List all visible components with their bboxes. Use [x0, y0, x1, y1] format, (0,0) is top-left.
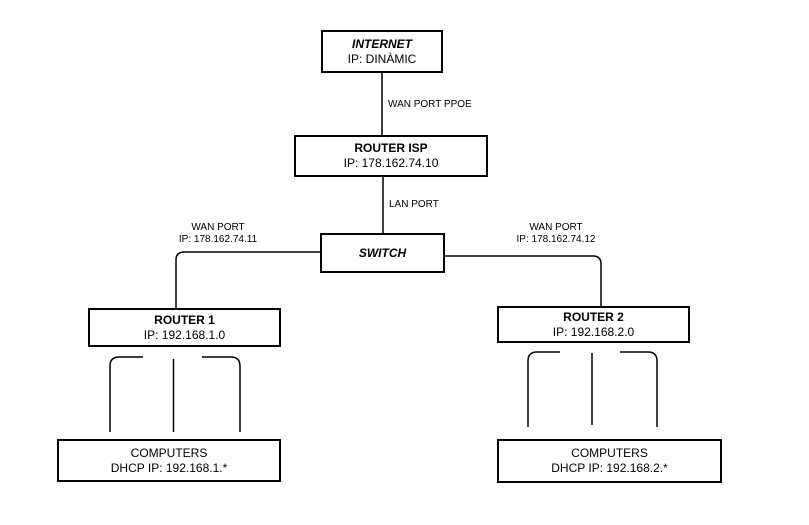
node-router1-title: ROUTER 1: [154, 312, 215, 327]
edge-label-wan-port-right: WAN PORT IP: 178.162.74.12: [501, 222, 611, 246]
node-router-isp: ROUTER ISP IP: 178.162.74.10: [294, 135, 488, 177]
edge-label-lan-port: LAN PORT: [389, 199, 439, 210]
edge-label-wan-port-left-line1: WAN PORT: [191, 222, 245, 233]
edge-label-wan-port-left-line2: IP: 178.162.74.11: [178, 234, 258, 245]
node-computers2-ip: DHCP IP: 192.168.2.*: [551, 461, 668, 475]
node-computers1-title: COMPUTERS: [130, 445, 208, 460]
node-computers2: COMPUTERS DHCP IP: 192.168.2.*: [497, 439, 722, 483]
edge-router1-computers-cable3: [202, 356, 241, 432]
node-router-isp-title: ROUTER ISP: [354, 141, 428, 155]
edge-switch-router1: [175, 251, 320, 308]
edge-label-wan-port-left: WAN PORT IP: 178.162.74.11: [163, 222, 273, 246]
node-computers1: COMPUTERS DHCP IP: 192.168.1.*: [57, 439, 281, 482]
node-router2-ip: IP: 192.168.2.0: [552, 324, 635, 339]
node-internet-title: INTERNET: [352, 36, 412, 51]
node-switch-title: SWITCH: [358, 245, 407, 260]
node-internet: INTERNET IP: DINÀMIC: [321, 30, 443, 73]
edge-label-wan-port-right-line2: IP: 178.162.74.12: [516, 234, 596, 245]
edge-router2-computers-cable1: [527, 351, 560, 427]
edge-router2-computers-cable3: [620, 351, 658, 427]
edge-label-wan-port-right-line1: WAN PORT: [529, 222, 583, 233]
node-router1: ROUTER 1 IP: 192.168.1.0: [88, 308, 281, 347]
node-router1-ip: IP: 192.168.1.0: [143, 327, 226, 342]
edge-switch-router2: [445, 255, 602, 306]
node-router2: ROUTER 2 IP: 192.168.2.0: [497, 306, 690, 343]
node-router2-title: ROUTER 2: [563, 309, 624, 324]
node-router-isp-ip: IP: 178.162.74.10: [343, 156, 439, 170]
node-computers2-title: COMPUTERS: [571, 446, 648, 460]
edge-router1-computers-cable1: [109, 356, 143, 432]
edge-label-wan-port-ppoe: WAN PORT PPOE: [388, 99, 472, 110]
node-internet-ip: IP: DINÀMIC: [347, 51, 417, 66]
node-computers1-ip: DHCP IP: 192.168.1.*: [110, 460, 228, 475]
node-switch: SWITCH: [320, 233, 445, 273]
